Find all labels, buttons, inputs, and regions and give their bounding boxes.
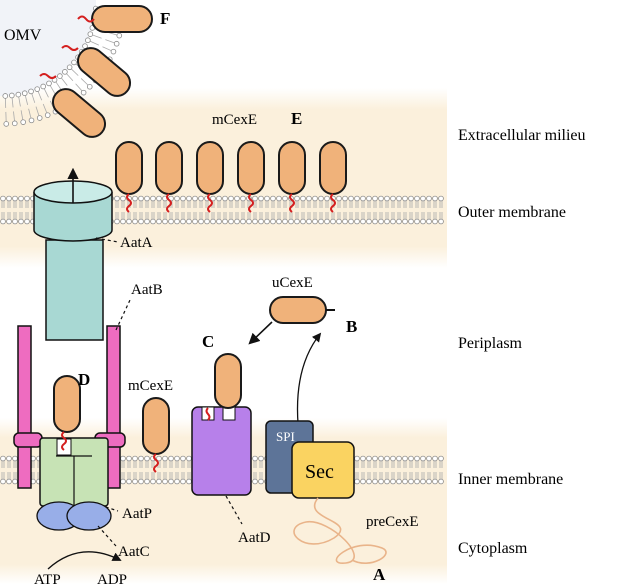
region-inner-membrane: Inner membrane xyxy=(458,471,563,488)
outer-mcexe-3 xyxy=(196,141,224,213)
sec-translocon xyxy=(291,441,355,499)
precexe-label: preCexE xyxy=(366,514,418,530)
aatb-left-pillar xyxy=(17,325,32,489)
ucexe-protein xyxy=(269,296,327,324)
omv-cexe-3 xyxy=(51,88,107,138)
inner-membrane-mcexe xyxy=(142,397,170,455)
label-a: A xyxy=(373,565,386,584)
aatp-pocket xyxy=(56,438,72,456)
aata-channel xyxy=(33,167,113,341)
mcexe-inner-label: mCexE xyxy=(128,378,173,394)
precexe-chain xyxy=(293,497,387,565)
outer-mcexe-5 xyxy=(278,141,306,213)
label-e: E xyxy=(291,109,302,128)
adp-label: ADP xyxy=(97,572,127,584)
omv-cexe-1 xyxy=(91,5,153,33)
omv-body xyxy=(0,0,96,96)
label-d: D xyxy=(78,370,90,389)
spi-label: SPI xyxy=(276,429,295,444)
outer-mcexe-1 xyxy=(115,141,143,213)
atp-hydrolysis-arrow xyxy=(47,551,122,570)
outer-mcexe-6 xyxy=(319,141,347,213)
omv-label: OMV xyxy=(4,27,42,44)
aata-leader xyxy=(95,237,119,243)
arrow-b-to-c xyxy=(248,321,273,345)
region-cytoplasm: Cytoplasm xyxy=(458,540,528,557)
cexe-in-transporter xyxy=(53,375,81,433)
aata-stalk xyxy=(45,239,104,341)
aata-barrel xyxy=(33,192,113,242)
transporter-lipid-anchor xyxy=(61,431,67,451)
omv-cexe-proteins xyxy=(39,5,153,138)
aatc-right xyxy=(66,501,112,531)
atp-label: ATP xyxy=(34,572,61,584)
aatd-body xyxy=(191,406,252,496)
inner-mcexe-lipid-anchor xyxy=(153,453,159,473)
aatp-label: AatP xyxy=(122,506,152,522)
aatd-leader xyxy=(225,495,243,525)
aatc-label: AatC xyxy=(118,544,150,560)
aatc-protein xyxy=(36,501,112,531)
ucexe-label: uCexE xyxy=(272,275,313,291)
region-periplasm: Periplasm xyxy=(458,335,523,352)
cexe-on-aatd xyxy=(214,353,242,409)
aatb-protein xyxy=(13,325,126,489)
label-f: F xyxy=(160,9,170,28)
aatd-protein xyxy=(191,406,252,496)
label-c: C xyxy=(202,332,214,351)
omv-cexe-2 xyxy=(76,47,132,97)
aatb-left-clamp xyxy=(13,432,43,448)
aatd-label: AatD xyxy=(238,530,271,546)
mcexe-outer-label: mCexE xyxy=(212,112,257,128)
omv-lipid-anchor-1 xyxy=(77,15,95,23)
aatb-label: AatB xyxy=(131,282,163,298)
aatc-leader xyxy=(97,525,117,547)
omv-lipid-anchor-3 xyxy=(39,73,57,79)
sec-label: Sec xyxy=(305,461,334,483)
aatp-protein xyxy=(39,437,109,507)
label-b: B xyxy=(346,317,357,336)
outer-mcexe-2 xyxy=(155,141,183,213)
outer-membrane-mcexe-row xyxy=(115,141,347,213)
aatb-right-pillar xyxy=(106,325,121,489)
outer-mcexe-4 xyxy=(237,141,265,213)
aata-label: AatA xyxy=(120,235,153,251)
aatd-lipid-anchor xyxy=(205,407,211,421)
omv-lipid-anchor-2 xyxy=(61,45,79,51)
region-extracellular: Extracellular milieu xyxy=(458,127,586,144)
region-outer-membrane: Outer membrane xyxy=(458,204,566,221)
